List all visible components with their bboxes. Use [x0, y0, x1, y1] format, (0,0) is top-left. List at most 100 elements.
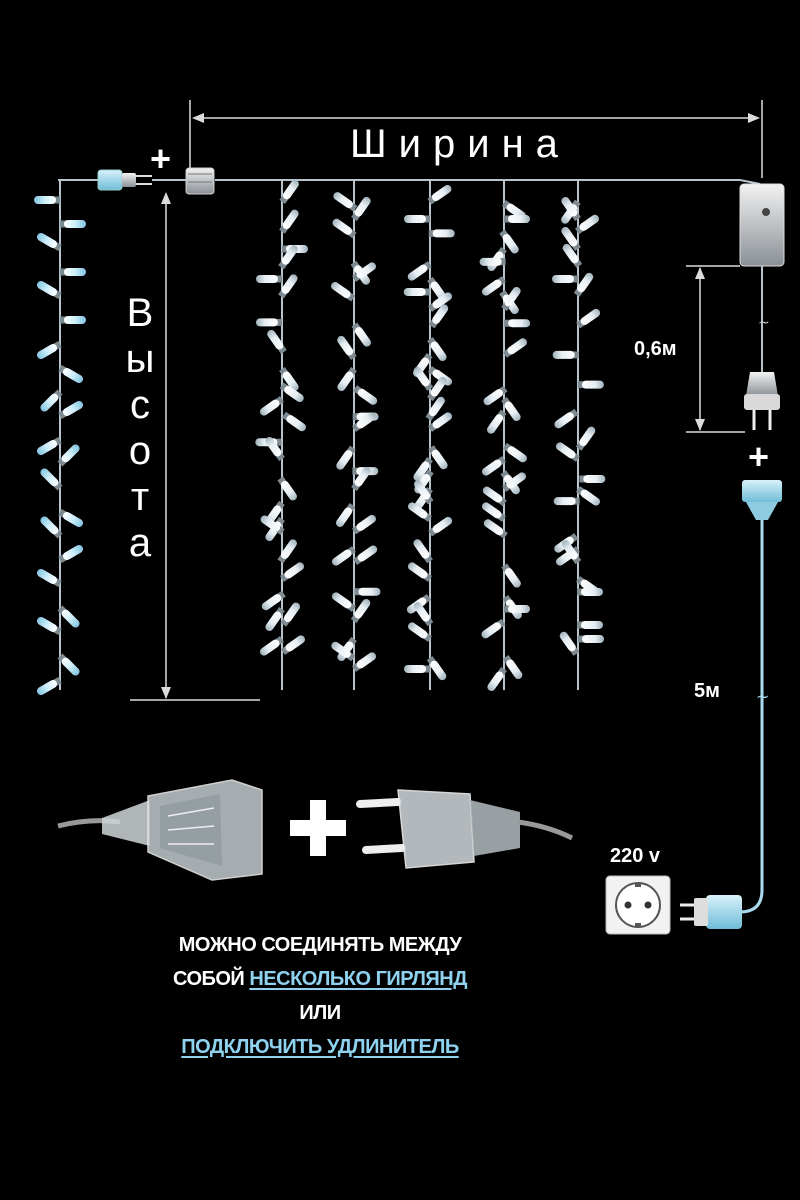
led-bulb-icon: [351, 262, 377, 282]
led-bulb-icon: [351, 412, 377, 432]
led-bulb-icon: [487, 666, 507, 692]
led-bulb-icon: [481, 502, 507, 522]
height-letter: с: [130, 383, 150, 427]
led-bulb-icon: [278, 245, 298, 270]
led-bulb-icon: [504, 319, 531, 328]
led-bulb-icon: [278, 274, 298, 299]
caption-line: ИЛИ: [299, 1002, 341, 1024]
led-bulb-icon: [427, 376, 447, 402]
height-letter: а: [128, 521, 152, 565]
led-bulb-icon: [58, 364, 84, 383]
plus-sign: [290, 800, 346, 856]
led-bulb-icon: [481, 618, 506, 639]
led-bulb-icon: [554, 408, 579, 429]
led-bulb-icon: [479, 257, 506, 266]
led-bulb-icon: [403, 287, 430, 296]
led-bulb-icon: [501, 563, 521, 588]
led-bulb-icon: [577, 380, 604, 389]
led-bulb-icon: [501, 286, 521, 312]
led-bulb-icon: [354, 587, 381, 596]
led-bulb-icon: [331, 546, 357, 566]
voltage-label: 220 v: [610, 845, 661, 867]
led-bulb-icon: [277, 539, 297, 564]
led-bulb-icon: [60, 220, 86, 228]
led-bulb-icon: [279, 179, 299, 204]
led-bulb-icon: [353, 545, 378, 565]
led-bulb-icon: [561, 226, 581, 252]
led-bulb-icon: [279, 366, 299, 392]
led-bulb-icon: [552, 350, 579, 359]
led-bulb-icon: [579, 474, 606, 483]
led-bulb-icon: [36, 281, 62, 300]
led-bulb-icon: [350, 599, 371, 624]
svg-text:~: ~: [756, 687, 769, 706]
led-bulb-icon: [353, 385, 378, 405]
led-bulbs: [34, 179, 606, 695]
led-bulb-icon: [36, 617, 62, 636]
led-bulb-icon: [351, 322, 371, 347]
led-bulb-icon: [260, 515, 285, 535]
led-bulb-icon: [502, 655, 523, 680]
led-bulb-icon: [428, 229, 455, 238]
led-bulb-icon: [499, 229, 519, 254]
led-bulb-icon: [562, 243, 583, 268]
led-bulb-icon: [575, 426, 596, 451]
led-bulb-icon: [279, 562, 305, 582]
led-bulb-icon: [261, 590, 286, 611]
led-bulb-icon: [504, 605, 530, 613]
led-bulb-icon: [482, 486, 507, 507]
led-bulb-icon: [351, 652, 377, 672]
led-bulb-icon: [351, 514, 376, 535]
led-bulb-icon: [40, 468, 63, 491]
led-bulb-icon: [336, 445, 356, 470]
led-bulb-icon: [333, 192, 358, 212]
led-bulb-icon: [502, 442, 527, 463]
led-bulb-icon: [259, 636, 285, 656]
led-bulb-icon: [407, 502, 433, 522]
controller-icon: ~: [739, 179, 785, 372]
led-bulb-icon: [578, 635, 604, 643]
led-bulb-icon: [428, 304, 449, 329]
led-bulb-icon: [57, 605, 80, 628]
led-bulb-icon: [36, 340, 62, 359]
led-bulb-icon: [561, 540, 582, 565]
led-bulb-icon: [501, 396, 521, 422]
led-bulb-icon: [337, 335, 357, 360]
led-bulb-icon: [428, 445, 448, 470]
led-bulb-icon: [277, 476, 297, 501]
height-dimension: [130, 192, 260, 701]
caption-link[interactable]: НЕСКОЛЬКО ГИРЛЯНД: [249, 968, 467, 990]
led-bulb-icon: [60, 316, 86, 324]
connector-illustration: [57, 779, 263, 881]
led-bulb-icon: [280, 602, 300, 627]
led-bulb-icon: [265, 606, 285, 632]
led-bulb-icon: [552, 275, 578, 283]
curtain-strands: [281, 180, 579, 690]
connector-icon: [97, 167, 215, 195]
led-bulb-icon: [58, 545, 84, 564]
led-bulb-icon: [255, 318, 282, 327]
led-bulb-icon: [483, 519, 508, 539]
led-bulb-icon: [481, 456, 507, 476]
led-bulb-icon: [413, 456, 433, 482]
led-bulb-icon: [351, 466, 371, 492]
led-bulb-icon: [502, 338, 527, 358]
led-bulb-icon: [36, 676, 62, 695]
led-bulb-icon: [57, 653, 80, 676]
led-bulb-icon: [427, 292, 453, 312]
led-bulb-icon: [577, 620, 604, 629]
led-bulb-icon: [414, 480, 434, 505]
caption-link[interactable]: ПОДКЛЮЧИТЬ УДЛИНИТЕЛЬ: [181, 1036, 459, 1058]
led-bulb-icon: [58, 401, 84, 420]
led-bulb-icon: [427, 184, 452, 205]
plus-symbol: +: [150, 138, 172, 179]
led-bulb-icon: [481, 276, 507, 296]
led-bulb-icon: [335, 502, 356, 527]
main-cable-length-label: 5м: [694, 680, 720, 702]
svg-text:~: ~: [758, 315, 770, 331]
led-bulb-icon: [351, 196, 371, 222]
led-bulb-icon: [504, 215, 530, 223]
led-bulb-icon: [576, 587, 603, 596]
connector-icon: ~: [742, 480, 782, 890]
